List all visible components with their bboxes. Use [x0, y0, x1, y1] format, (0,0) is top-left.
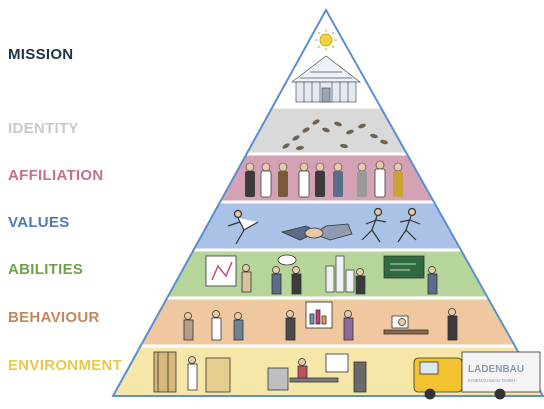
band-affiliation [113, 154, 543, 202]
band-identity [113, 107, 543, 154]
skyline-icon [325, 255, 366, 295]
people-group-icon [245, 160, 403, 198]
label-environment: ENVIRONMENT [8, 357, 123, 374]
label-identity: IDENTITY [8, 120, 79, 137]
desk-worker-icon [383, 308, 458, 341]
karate-kick-icon [227, 209, 259, 245]
band-mission [113, 10, 543, 107]
truck-sign-line1: LADENBAU [468, 364, 524, 375]
handshake-icon [280, 223, 353, 241]
office-desk-icon [267, 353, 367, 393]
band-behaviour [113, 298, 543, 346]
footprints-icon [282, 119, 388, 151]
sun-icon [315, 29, 337, 51]
band-values [113, 202, 543, 250]
presentation-icon [285, 301, 354, 341]
label-abilities: ABILITIES [8, 261, 84, 278]
delivery-truck-icon [413, 351, 541, 400]
cathedral-icon [290, 55, 362, 103]
carpenter-icon [153, 351, 231, 393]
label-mission: MISSION [8, 46, 74, 63]
truck-sign-line2: INNENAUSBAU GMBH [468, 378, 515, 383]
label-behaviour: BEHAVIOUR [8, 309, 100, 326]
runners-icon [361, 207, 421, 243]
discussion-icon [271, 254, 302, 295]
classroom-icon [383, 255, 438, 295]
label-values: VALUES [8, 214, 70, 231]
label-affiliation: AFFILIATION [8, 167, 104, 184]
pyramid-outline [111, 7, 544, 397]
argument-icon [183, 310, 244, 341]
painter-icon [205, 255, 252, 293]
